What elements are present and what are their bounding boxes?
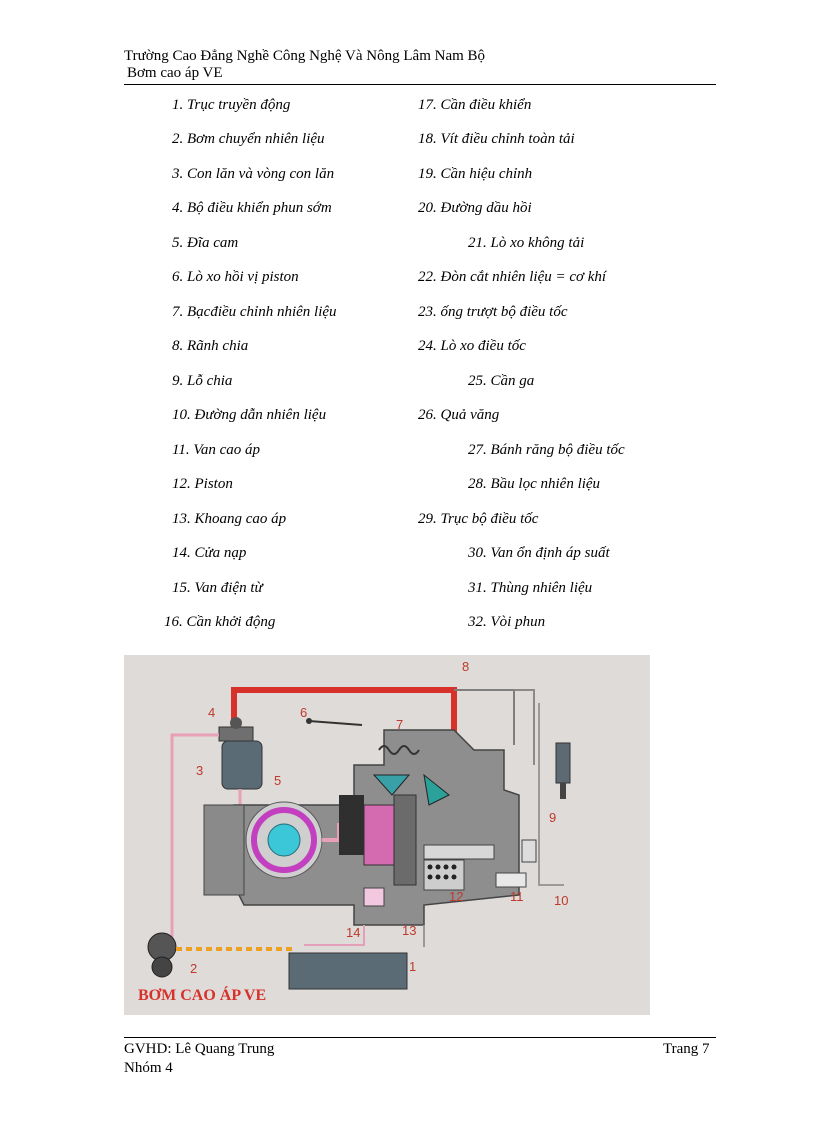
- list-item: 17. Cần điều khiển: [418, 97, 532, 113]
- list-item: 1. Trục truyền động: [172, 97, 291, 113]
- page-header: Trường Cao Đẳng Nghề Công Nghệ Và Nông L…: [124, 48, 716, 85]
- list-item: 26. Quả văng: [418, 407, 500, 423]
- group-name: Nhóm 4: [124, 1060, 173, 1076]
- callout-14: 14: [346, 925, 360, 940]
- school-name: Trường Cao Đẳng Nghề Công Nghệ Và Nông L…: [124, 48, 486, 64]
- callout-9: 9: [549, 810, 556, 825]
- list-item: 20. Đường dầu hồi: [418, 200, 532, 216]
- list-item: 32. Vòi phun: [468, 614, 546, 630]
- list-item: 7. Bạcđiều chỉnh nhiên liệu: [172, 304, 337, 320]
- callout-5: 5: [274, 773, 281, 788]
- list-item: 30. Van ổn định áp suất: [468, 545, 610, 561]
- list-item: 27. Bánh răng bộ điều tốc: [468, 442, 625, 458]
- list-item: 13. Khoang cao áp: [172, 511, 287, 527]
- list-item: 10. Đường dẫn nhiên liệu: [172, 407, 327, 423]
- list-item: 2. Bơm chuyển nhiên liệu: [172, 131, 325, 147]
- list-item: 9. Lỗ chia: [172, 373, 233, 389]
- instructor-name: GVHD: Lê Quang Trung: [124, 1041, 275, 1057]
- document-subject: Bơm cao áp VE: [127, 65, 223, 81]
- footer-divider: [124, 1037, 716, 1038]
- list-item: 11. Van cao áp: [172, 442, 261, 458]
- callout-12: 12: [449, 889, 463, 904]
- list-item: 19. Cần hiệu chỉnh: [418, 166, 533, 182]
- callout-7: 7: [396, 717, 403, 732]
- callout-8: 8: [462, 659, 469, 674]
- callout-6: 6: [300, 705, 307, 720]
- list-item: 18. Vít điều chỉnh toàn tải: [418, 131, 575, 147]
- list-item: 12. Piston: [172, 476, 233, 492]
- list-item: 4. Bộ điều khiển phun sớm: [172, 200, 332, 216]
- list-item: 22. Đòn cắt nhiên liệu = cơ khí: [418, 269, 607, 285]
- callout-4: 4: [208, 705, 215, 720]
- list-item: 28. Bầu lọc nhiên liệu: [468, 476, 601, 492]
- list-item: 8. Rãnh chia: [172, 338, 249, 354]
- callout-3: 3: [196, 763, 203, 778]
- list-item: 24. Lò xo điều tốc: [418, 338, 526, 354]
- callout-13: 13: [402, 923, 416, 938]
- list-item: 25. Cần ga: [468, 373, 535, 389]
- list-item: 6. Lò xo hồi vị piston: [172, 269, 299, 285]
- callout-1: 1: [409, 959, 416, 974]
- header-divider: [124, 84, 716, 85]
- ve-pump-diagram: 1 2 3 4 5 6 7 8 9 10 11 12 13 14 BƠM CAO…: [124, 655, 650, 1015]
- list-item: 16. Cần khởi động: [164, 614, 276, 630]
- list-item: 29. Trục bộ điều tốc: [418, 511, 539, 527]
- callout-10: 10: [554, 893, 568, 908]
- list-item: 23. ống trượt bộ điều tốc: [418, 304, 568, 320]
- list-item: 14. Cửa nạp: [172, 545, 247, 561]
- callout-11: 11: [510, 889, 524, 904]
- diagram-caption: BƠM CAO ÁP VE: [138, 985, 266, 1004]
- list-item: 5. Đĩa cam: [172, 235, 239, 251]
- list-item: 31. Thùng nhiên liệu: [468, 580, 593, 596]
- page-number: Trang 7: [663, 1041, 710, 1057]
- list-item: 15. Van điện từ: [172, 580, 263, 596]
- list-item: 21. Lò xo không tải: [468, 235, 585, 251]
- callout-2: 2: [190, 961, 197, 976]
- list-item: 3. Con lăn và vòng con lăn: [172, 166, 335, 182]
